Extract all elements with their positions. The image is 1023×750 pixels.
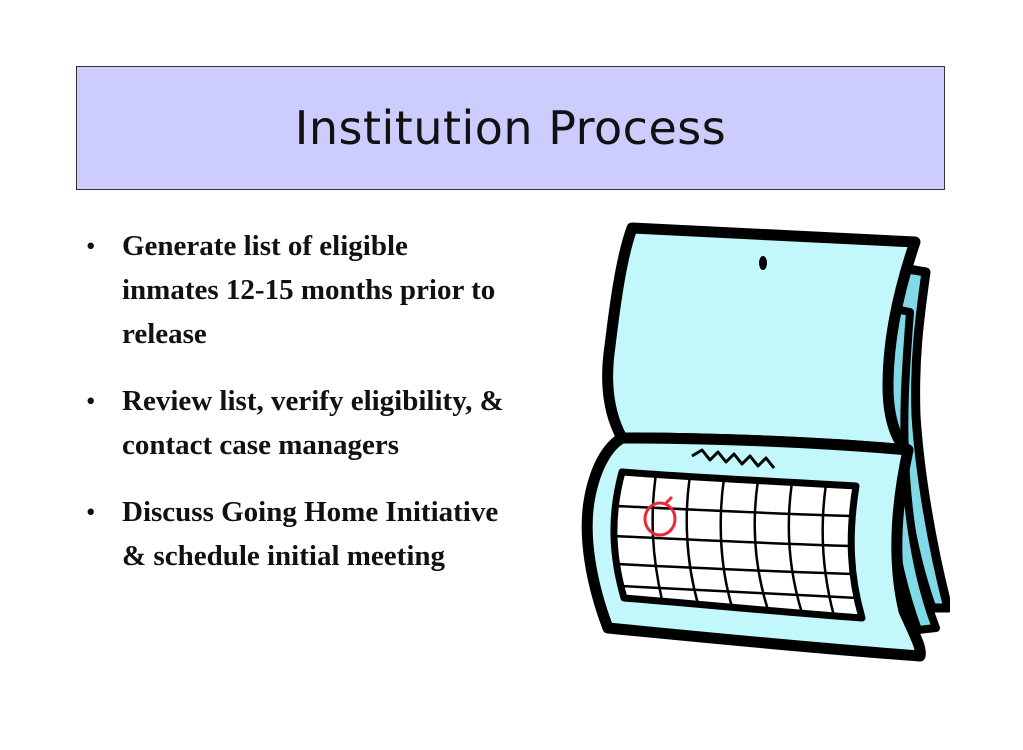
calendar-squiggle <box>691 448 776 469</box>
calendar-grid-line <box>651 473 664 601</box>
bullet-item: • Review list, verify eligibility, & con… <box>86 379 506 467</box>
calendar-grid-line <box>787 481 804 614</box>
calendar-icon <box>581 222 950 662</box>
bullet-item: • Discuss Going Home Initiative & schedu… <box>86 490 506 578</box>
bullet-marker: • <box>86 386 96 416</box>
slide-title: Institution Process <box>294 101 727 155</box>
bullet-marker: • <box>86 497 96 527</box>
calendar-hole <box>759 256 767 270</box>
title-box: Institution Process <box>76 66 945 190</box>
bullet-text: Review list, verify eligibility, & conta… <box>122 385 504 461</box>
calendar-grid-line <box>753 479 770 611</box>
bullet-text: Generate list of eligible inmates 12-15 … <box>122 230 496 350</box>
date-circle-mark-tail <box>664 495 674 505</box>
calendar-grid-line <box>719 477 734 608</box>
bullet-item: • Generate list of eligible inmates 12-1… <box>86 224 506 356</box>
bullet-text: Discuss Going Home Initiative & schedule… <box>122 496 499 572</box>
date-circle-mark <box>643 501 677 537</box>
calendar-grid-line <box>821 483 836 617</box>
bullet-marker: • <box>86 231 96 261</box>
bullet-list: • Generate list of eligible inmates 12-1… <box>86 224 506 601</box>
calendar-grid-line <box>615 504 853 518</box>
calendar-grid-line <box>685 475 700 605</box>
